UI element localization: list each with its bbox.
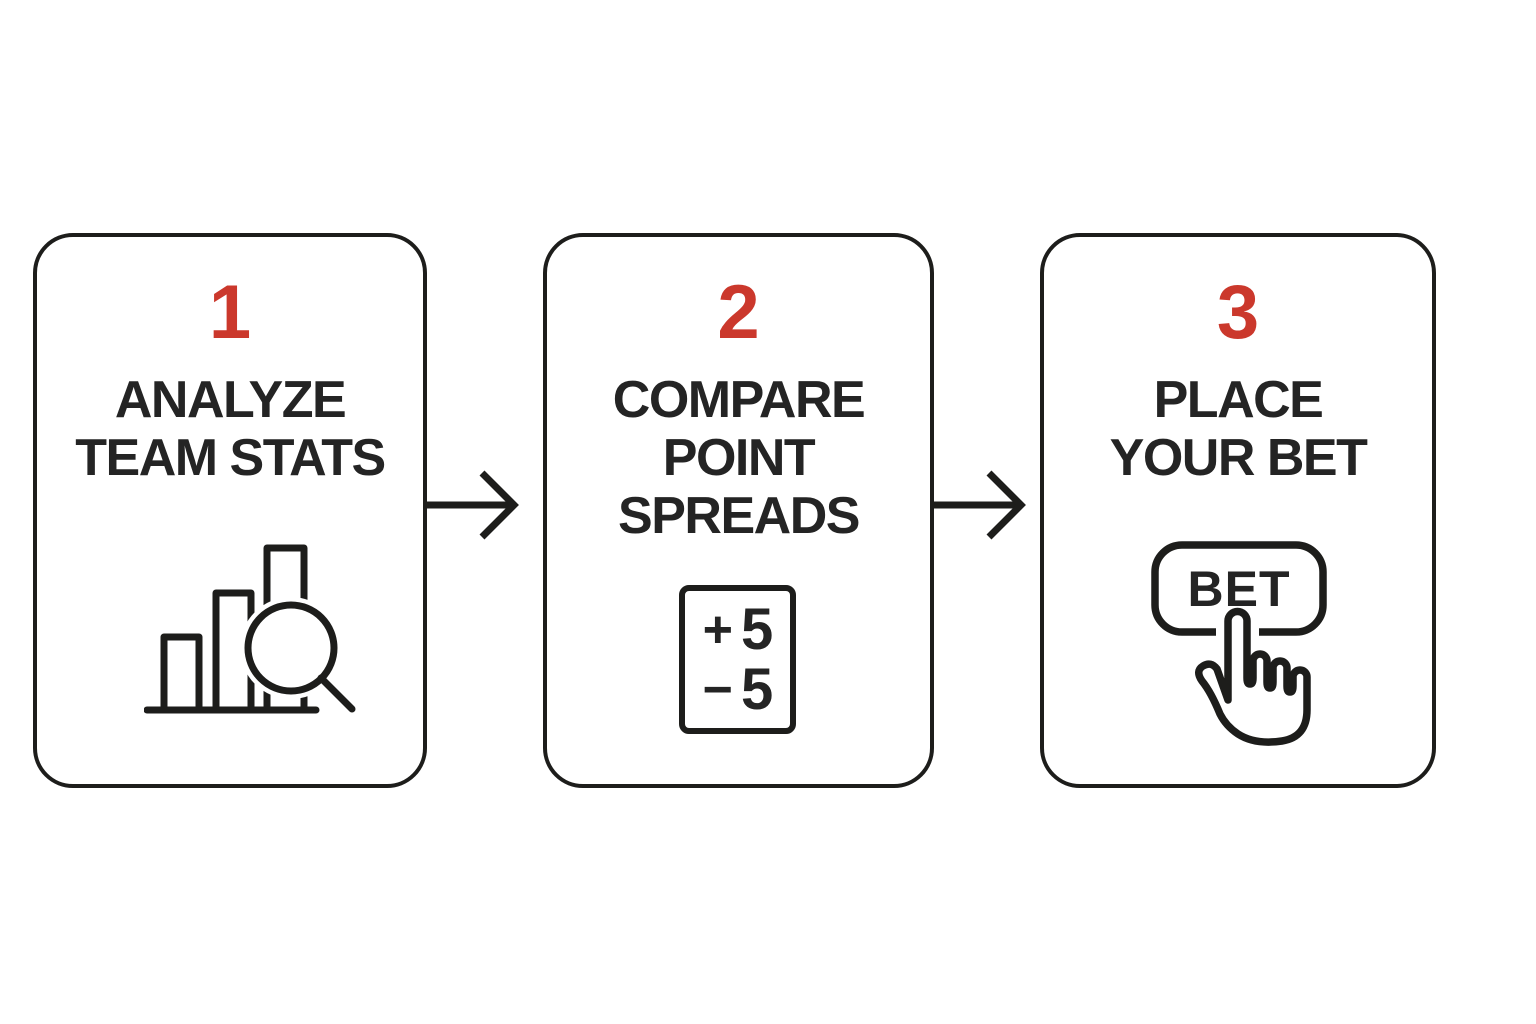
step-number-1: 1 (208, 270, 252, 355)
right-arrow-icon (427, 470, 519, 540)
step-card-3: 3 PLACE YOUR BET BET (1040, 233, 1436, 788)
minus-sign: − (702, 660, 733, 719)
step-number-3: 3 (1216, 270, 1260, 355)
magnifier-lens (244, 601, 338, 695)
bet-button-label: BET (1188, 561, 1291, 617)
step-title-2: COMPARE POINT SPREADS (547, 371, 930, 545)
magnifier-handle (317, 674, 356, 713)
step-card-2: 2 COMPARE POINT SPREADS + 5 − 5 (543, 233, 934, 788)
spread-row-plus: + 5 (702, 596, 774, 662)
plus-sign: + (702, 600, 733, 659)
bar-chart-magnifier-icon (144, 544, 356, 714)
minus-value: 5 (741, 656, 773, 722)
right-arrow-icon (934, 470, 1026, 540)
step-title-3-line-1: PLACE (1153, 371, 1324, 429)
step-title-2-line-2: POINT (662, 429, 816, 487)
bar-small (160, 633, 203, 710)
spread-row-minus: − 5 (702, 656, 774, 722)
step-title-1-line-1: ANALYZE (114, 371, 347, 429)
step-title-2-line-3: SPREADS (618, 487, 860, 545)
step-card-1: 1 ANALYZE TEAM STATS (33, 233, 427, 788)
bet-button-click-icon: BET (1151, 541, 1327, 752)
pointer-hand-icon (1195, 607, 1311, 746)
step-number-2: 2 (717, 270, 760, 355)
step-title-1: ANALYZE TEAM STATS (37, 371, 423, 487)
point-spread-card-icon: + 5 − 5 (679, 585, 796, 734)
plus-value: 5 (741, 596, 773, 662)
step-title-3-line-2: YOUR BET (1109, 429, 1368, 487)
step-title-1-line-2: TEAM STATS (75, 429, 386, 487)
step-title-2-line-1: COMPARE (612, 371, 866, 429)
step-title-3: PLACE YOUR BET (1044, 371, 1432, 487)
